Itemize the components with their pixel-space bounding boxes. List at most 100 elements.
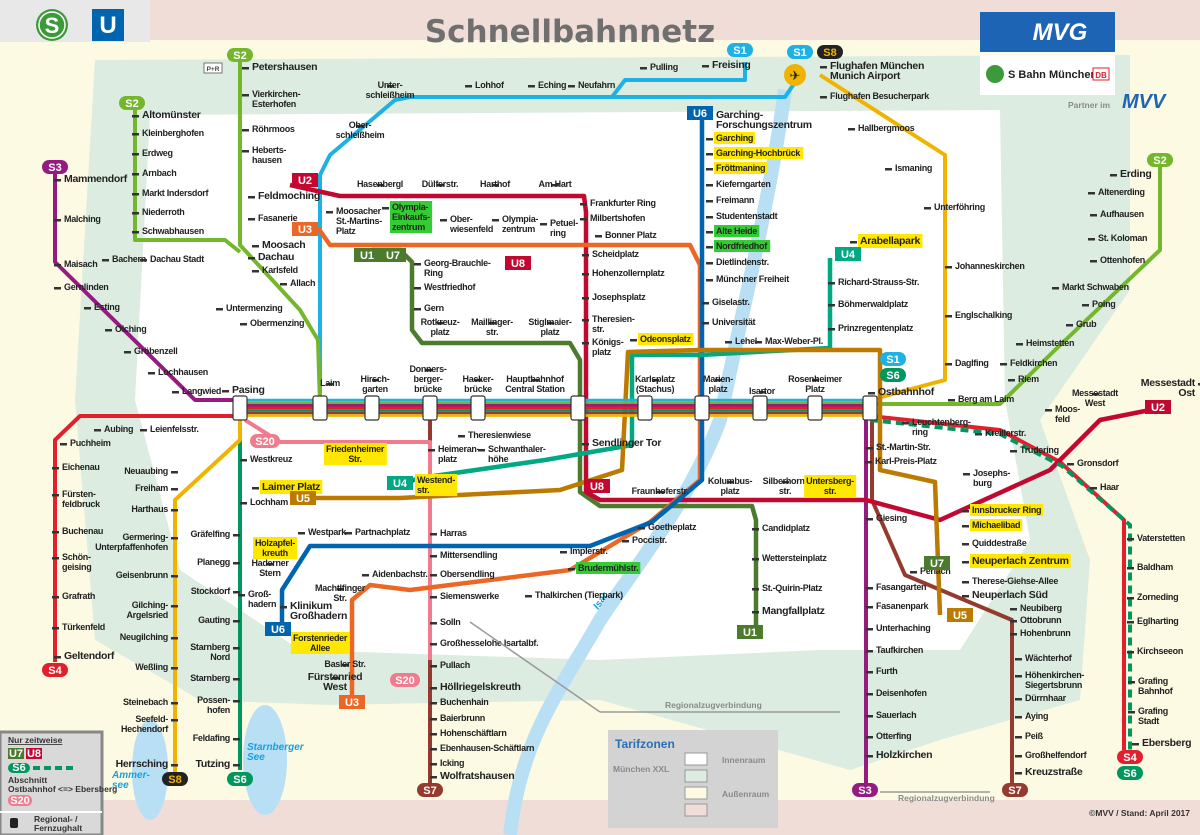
line-badge-u5[interactable]: U5 [947, 608, 973, 622]
station-label[interactable]: Fröttmaning [716, 163, 766, 173]
station-label[interactable]: Erdweg [142, 148, 173, 158]
station-label[interactable]: Feldkirchen [1010, 358, 1058, 368]
station[interactable]: Maillinger-str. [471, 317, 513, 337]
station-label[interactable]: Ottobrunn [1020, 615, 1062, 625]
station[interactable]: St. Koloman [1088, 233, 1148, 243]
station[interactable]: Therese-Giehse-Allee [962, 576, 1059, 586]
station-label[interactable]: Kreuzstraße [1025, 766, 1083, 778]
station-label[interactable]: Zorneding [1137, 592, 1179, 602]
station-label[interactable]: Ebenhausen-Schäftlarn [440, 743, 535, 753]
station[interactable]: Markt Schwaben [1052, 282, 1129, 292]
station[interactable]: Allach [280, 278, 316, 288]
station[interactable]: Scheidplatz [582, 249, 640, 259]
station-label[interactable]: Gauting [198, 615, 230, 625]
station[interactable]: Icking [430, 758, 465, 768]
station-label[interactable]: Donners-berger-brücke [409, 364, 447, 394]
station[interactable]: Milbertshofen [580, 213, 645, 223]
station[interactable]: Neufahrn [568, 80, 615, 90]
station[interactable]: Altomünster [132, 109, 201, 121]
station-label[interactable]: Holzapfel-kreuth [255, 538, 296, 558]
station-label[interactable]: Mittersendling [440, 550, 498, 560]
station-label[interactable]: Lochham [250, 497, 289, 507]
station[interactable]: Fasanerie [248, 213, 298, 223]
station-label[interactable]: Schön-geising [62, 552, 92, 572]
station-label[interactable]: Grafrath [62, 591, 95, 601]
station-label[interactable]: Poccistr. [632, 535, 667, 545]
station-label[interactable]: Bachern [112, 254, 146, 264]
station[interactable]: Wächterhof [1015, 653, 1073, 663]
station[interactable]: Neuperlach Süd [962, 589, 1048, 601]
station-label[interactable]: Dachau Stadt [150, 254, 205, 264]
station-label[interactable]: Fasangarten [876, 582, 927, 592]
station-label[interactable]: Marien-platz [703, 374, 734, 394]
station-label[interactable]: Eching [538, 80, 567, 90]
station-label[interactable]: Röhrmoos [252, 124, 295, 134]
station[interactable]: Theresien-str. [582, 314, 635, 334]
station-label[interactable]: Moosach [262, 239, 306, 251]
station[interactable]: Zorneding [1127, 592, 1179, 602]
station-label[interactable]: Olympia-zentrum [502, 214, 539, 234]
station[interactable]: Peiß [1015, 731, 1044, 741]
station[interactable]: Pulling [640, 62, 678, 72]
station-label[interactable]: Mammendorf [64, 173, 128, 185]
station-label[interactable]: Goetheplatz [648, 522, 697, 532]
station[interactable]: Dürrnhaar [1015, 693, 1067, 703]
station[interactable]: Karl-Preis-Platz [865, 456, 938, 466]
station[interactable]: Freimann [706, 195, 754, 205]
station-label[interactable]: Gröbenzell [134, 346, 178, 356]
station-label[interactable]: St. Koloman [1098, 233, 1148, 243]
station[interactable]: Erding [1110, 168, 1152, 180]
station[interactable]: Stiglmaier-platz [528, 317, 572, 337]
station[interactable]: Unterhaching [866, 623, 931, 633]
line-badge-s8[interactable]: S8 [817, 45, 843, 59]
station[interactable]: Schwabhausen [132, 226, 204, 236]
station[interactable]: Heimstetten [1016, 338, 1075, 348]
station[interactable]: Furth [866, 666, 898, 676]
station[interactable]: Harras [430, 528, 467, 538]
station-label[interactable]: Aying [1025, 711, 1048, 721]
station[interactable]: Englschalking [945, 310, 1012, 320]
station-label[interactable]: Eglharting [1137, 616, 1179, 626]
line-badge-s6[interactable]: S6 [1117, 766, 1143, 780]
station-label[interactable]: Karlsplatz(Stachus) [635, 374, 676, 394]
station-label[interactable]: Johanneskirchen [955, 261, 1025, 271]
station-label[interactable]: Ottenhofen [1100, 255, 1145, 265]
station-label[interactable]: Brudermühlstr. [578, 563, 639, 573]
station[interactable]: Odeonsplatz [630, 333, 694, 345]
station-label[interactable]: Königs-platz [592, 337, 624, 357]
station-label[interactable]: Englschalking [955, 310, 1012, 320]
station-label[interactable]: Otterfing [876, 731, 912, 741]
station[interactable]: Daglfing [945, 358, 989, 368]
station[interactable]: Deisenhofen [866, 688, 927, 698]
station[interactable]: Otterfing [866, 731, 912, 741]
station-label[interactable]: Arnbach [142, 168, 177, 178]
station[interactable]: St.-Quirin-Platz [752, 583, 823, 593]
line-badge-s7[interactable]: S7 [1002, 783, 1028, 797]
station-label[interactable]: Solln [440, 617, 461, 627]
station-label[interactable]: Odeonsplatz [640, 334, 692, 344]
station-label[interactable]: Garching-Forschungszentrum [716, 109, 812, 131]
station-label[interactable]: Westpark [308, 527, 348, 537]
station[interactable]: Holzapfel-kreuth [252, 537, 298, 559]
station-label[interactable]: Baldham [1137, 562, 1174, 572]
station[interactable]: Garching-Hochbrück [706, 147, 804, 159]
station[interactable]: Studentenstadt [706, 211, 778, 221]
station[interactable]: Moos-feld [1045, 404, 1081, 424]
station-label[interactable]: Westkreuz [250, 454, 293, 464]
station-label[interactable]: Weßling [135, 662, 168, 672]
station-label[interactable]: Seefeld-Hechendorf [121, 714, 170, 734]
station[interactable]: Groß-hadern [238, 589, 277, 609]
station[interactable]: Westkreuz [240, 454, 293, 464]
station-label[interactable]: Thalkirchen (Tierpark) [535, 590, 623, 600]
station-label[interactable]: Stockdorf [191, 586, 232, 596]
station-label[interactable]: Germering-Unterpfaffenhofen [95, 532, 169, 552]
station-label[interactable]: Riem [1018, 374, 1039, 384]
station[interactable]: Karlsplatz(Stachus) [635, 374, 676, 394]
station-label[interactable]: Allach [290, 278, 316, 288]
